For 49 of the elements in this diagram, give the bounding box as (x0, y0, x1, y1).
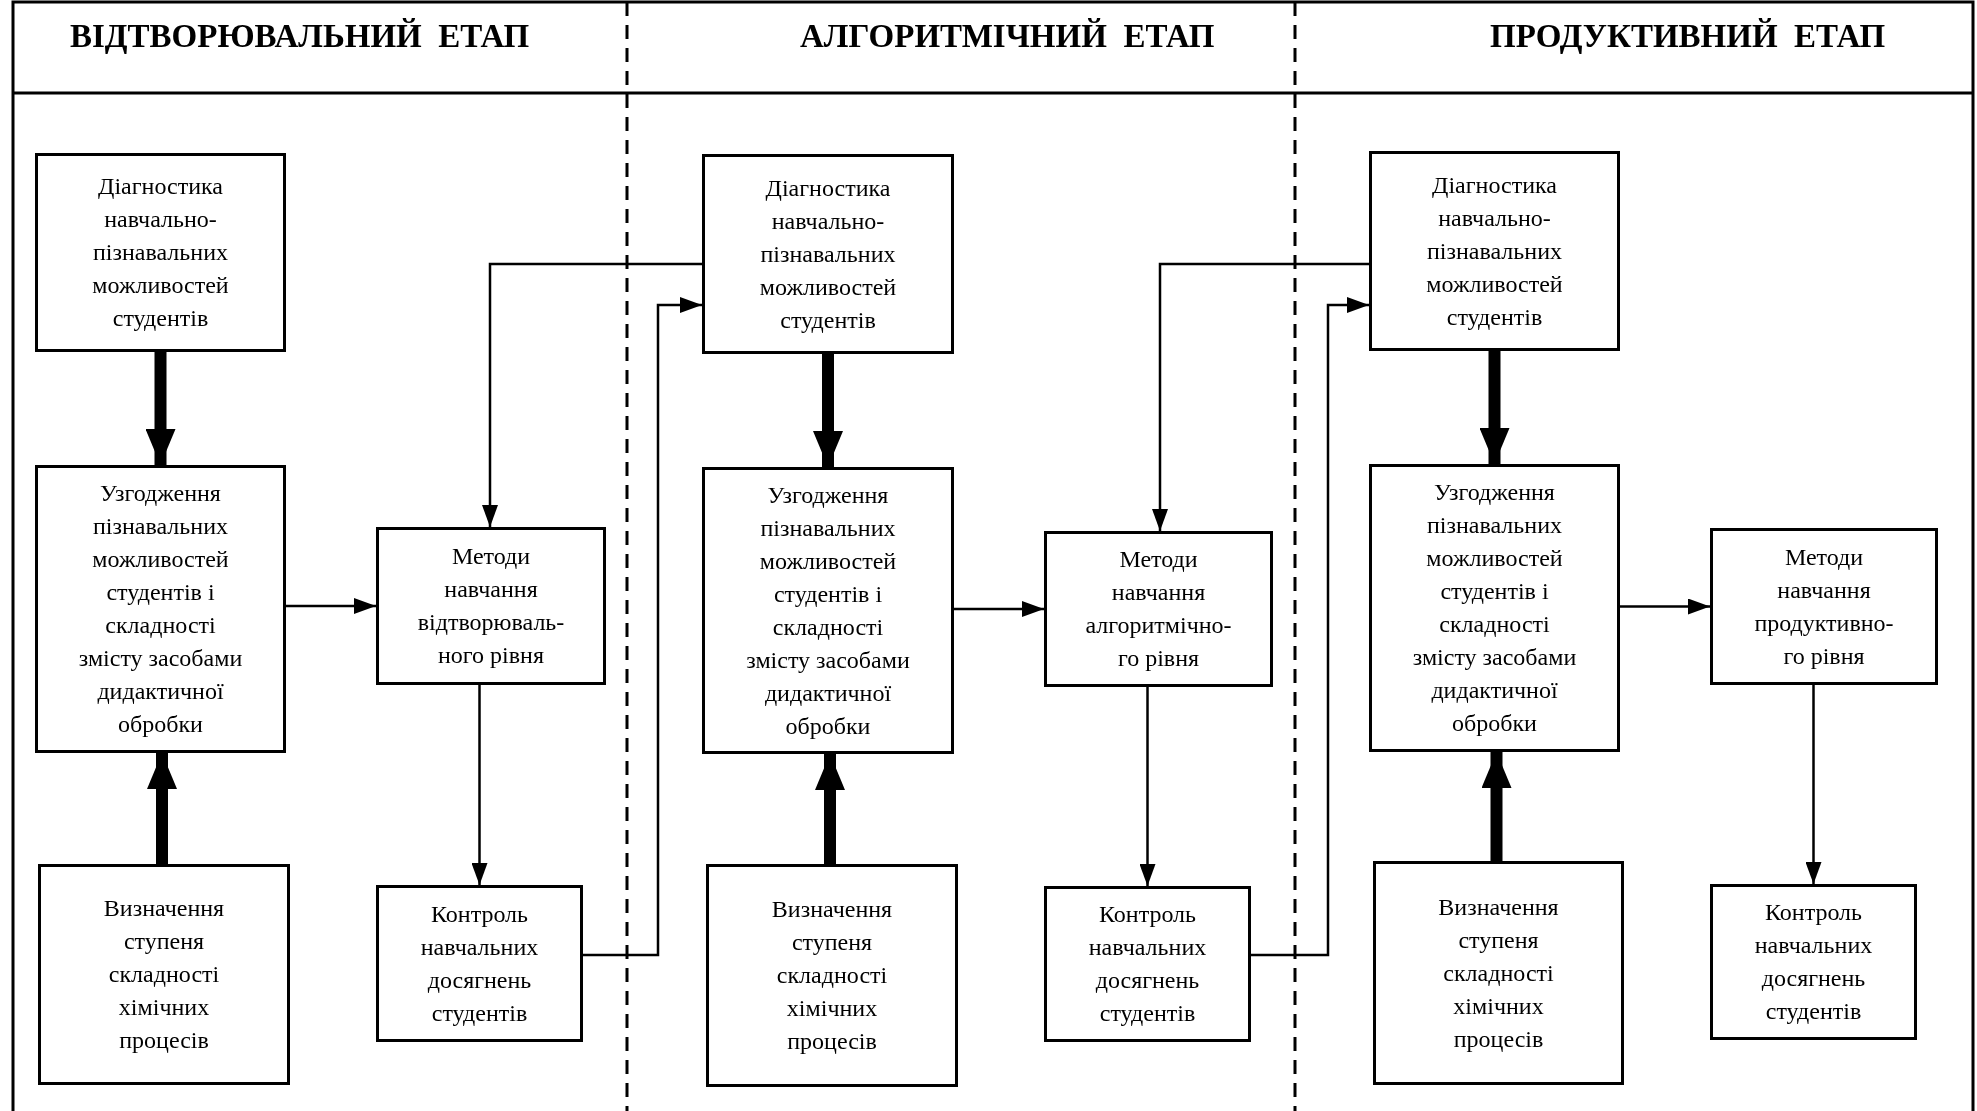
process-box (38, 864, 290, 1085)
box-text: Контроль навчальних досягнень студентів (419, 899, 540, 1028)
box-text: Методи навчання продуктивно-го рівня (1753, 542, 1895, 671)
box-text: Узгодження пізнавальних можливостей студентів і складності змісту засобами дидактичної обробки (745, 480, 911, 741)
process-box (376, 885, 583, 1042)
process-box (376, 527, 606, 685)
process-box (1044, 886, 1251, 1042)
box-text: Діагностика навчально-пізнавальних можливостей студентів (1425, 170, 1564, 332)
arrow (482, 262, 702, 527)
process-box (1369, 464, 1620, 752)
box-text: Визначення ступеня складності хімічних процесів (770, 895, 894, 1056)
arrow (145, 352, 176, 465)
arrow (815, 754, 845, 864)
arrow (1251, 297, 1369, 957)
process-box (35, 465, 286, 753)
process-box (1373, 861, 1624, 1085)
box-text: Методи навчання алгоритмічно-го рівня (1084, 545, 1233, 673)
box-text: Контроль навчальних досягнень студентів (1753, 898, 1874, 1026)
arrow (1139, 687, 1156, 886)
box-text: Узгодження пізнавальних можливостей студентів і складності змісту засобами дидактичної обробки (77, 479, 244, 739)
box-text: Діагностика навчально-пізнавальних можливостей студентів (91, 172, 230, 333)
arrow (1481, 752, 1512, 861)
arrow (286, 598, 376, 614)
process-box (35, 153, 286, 352)
process-box (706, 864, 958, 1087)
arrow (1805, 685, 1822, 884)
process-box (702, 467, 954, 754)
arrow (1479, 351, 1510, 464)
arrow (147, 753, 177, 864)
process-box (702, 154, 954, 354)
stage-heading: АЛГОРИТМІЧНИЙ ЕТАП (800, 18, 1215, 55)
arrow (471, 685, 488, 885)
arrow (1152, 262, 1369, 531)
box-text: Визначення ступеня складності хімічних процесів (102, 894, 226, 1055)
process-box (1369, 151, 1620, 351)
arrow (954, 601, 1044, 617)
process-box (1710, 528, 1938, 685)
process-box (1710, 884, 1917, 1040)
box-text: Методи навчання відтворюваль-ного рівня (416, 542, 566, 670)
arrow (813, 354, 843, 467)
box-text: Визначення ступеня складності хімічних процесів (1437, 892, 1560, 1054)
arrow (1620, 598, 1710, 615)
box-text: Узгодження пізнавальних можливостей студентів і складності змісту засобами дидактичної обробки (1411, 478, 1578, 738)
process-box (1044, 531, 1273, 687)
stage-heading: ВІДТВОРЮВАЛЬНИЙ ЕТАП (70, 18, 530, 55)
box-text: Контроль навчальних досягнень студентів (1087, 900, 1208, 1028)
arrow (583, 297, 702, 957)
box-text: Діагностика навчально-пізнавальних можливостей студентів (758, 173, 898, 335)
stage-heading: ПРОДУКТИВНИЙ ЕТАП (1490, 18, 1886, 55)
